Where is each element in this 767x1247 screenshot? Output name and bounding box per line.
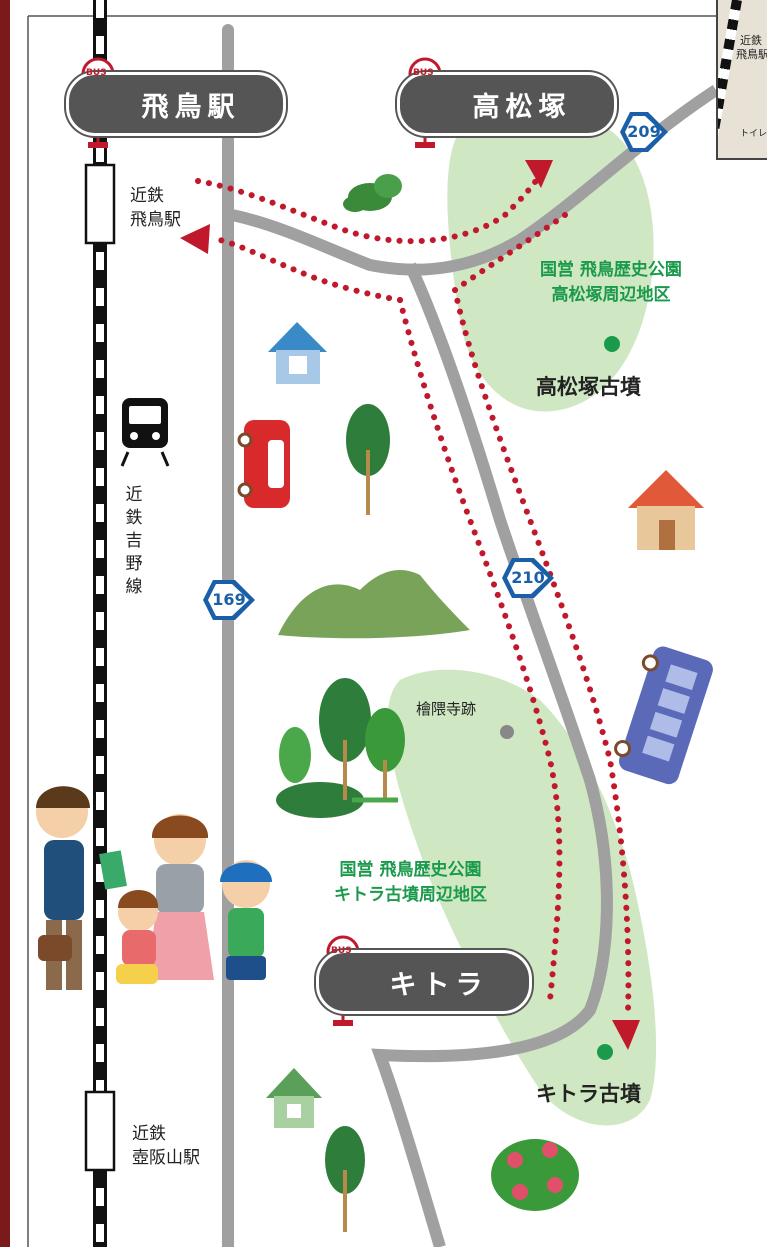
tsubosaka-station-label: 近鉄 壺阪山駅 <box>132 1122 200 1170</box>
train-icon <box>120 398 170 467</box>
arrow-to-takamatsuzuka-icon <box>525 160 553 188</box>
kitora-area-line1: 国営 飛鳥歴史公園 <box>339 860 482 880</box>
tsubosaka-station-marker <box>84 1090 116 1172</box>
house-icon <box>628 470 704 550</box>
house-icon <box>266 1068 322 1128</box>
kitora-kofun-dot <box>597 1044 613 1060</box>
kitora-area-line2: キトラ古墳周辺地区 <box>334 885 487 905</box>
route-169-number: 169 <box>212 590 246 609</box>
tree-icon <box>325 1126 365 1232</box>
left-border <box>0 0 10 1247</box>
bus-stop-kitora: キトラ <box>316 950 532 1014</box>
road-210 <box>371 262 613 1247</box>
tsubosaka-station-line2: 壺阪山駅 <box>132 1148 200 1168</box>
hinokuma-label: 檜隈寺跡 <box>416 700 477 718</box>
car-icon <box>237 420 290 508</box>
rail-line-label: 近鉄吉野線 <box>125 485 143 597</box>
bus-stop-takamatsuzuka-label: 高松塚 <box>472 91 572 123</box>
asuka-station-line1: 近鉄 <box>130 186 164 206</box>
route-169-shield <box>203 580 255 620</box>
bus-route-lines <box>195 172 632 1013</box>
arrow-to-asuka-icon <box>180 224 210 254</box>
bus-icon <box>614 646 713 785</box>
takamatsuzuka-area-label: 国営 飛鳥歴史公園 高松塚周辺地区 <box>540 258 682 308</box>
asuka-station-line2: 飛鳥駅 <box>130 210 181 230</box>
takamatsuzuka-kofun-label: 高松塚古墳 <box>536 375 641 399</box>
inset-label-3: トイレ <box>740 129 767 139</box>
bus-stop-asuka-label: 飛鳥駅 <box>141 91 241 123</box>
takamatsuzuka-area-line2: 高松塚周辺地区 <box>551 285 671 305</box>
asuka-station-label: 近鉄 飛鳥駅 <box>130 184 181 232</box>
inset-map: 近鉄 飛鳥駅 トイレ <box>716 0 767 160</box>
route-209-shield <box>620 112 668 152</box>
bus-sign-text-kitora: BUS <box>331 946 352 956</box>
family-illustration <box>36 786 272 990</box>
bus-sign-text-takamatsuzuka: BUS <box>413 68 434 78</box>
tsubosaka-station-line1: 近鉄 <box>132 1124 166 1144</box>
takamatsuzuka-area-line1: 国営 飛鳥歴史公園 <box>540 260 682 280</box>
takamatsuzuka-kofun-dot <box>604 336 620 352</box>
house-icon <box>268 322 327 384</box>
bus-stop-kitora-label: キトラ <box>389 969 489 1001</box>
flower-bush-icon <box>491 1139 579 1211</box>
kitora-area-label: 国営 飛鳥歴史公園 キトラ古墳周辺地区 <box>334 858 487 908</box>
arrow-to-kitora-icon <box>612 1020 640 1050</box>
forest-icon <box>276 678 405 818</box>
tree-icon <box>346 404 390 515</box>
mountain-icon <box>278 570 470 639</box>
inset-label-1: 近鉄 <box>740 34 762 47</box>
kitora-kofun-label: キトラ古墳 <box>536 1082 641 1106</box>
route-210-number: 210 <box>511 568 545 587</box>
takamatsuzuka-park-area <box>447 113 654 412</box>
route-210-shield <box>502 558 554 598</box>
bush-icon <box>343 174 402 212</box>
road-209 <box>230 84 720 276</box>
bus-stop-takamatsuzuka: 高松塚 <box>397 72 617 136</box>
hinokuma-dot <box>500 725 514 739</box>
inset-label-2: 飛鳥駅 <box>736 48 767 61</box>
bus-sign-text-asuka: BUS <box>86 68 107 78</box>
asuka-station-marker <box>84 163 116 245</box>
route-209-number: 209 <box>627 122 661 141</box>
bus-stop-asuka: 飛鳥駅 <box>66 72 286 136</box>
